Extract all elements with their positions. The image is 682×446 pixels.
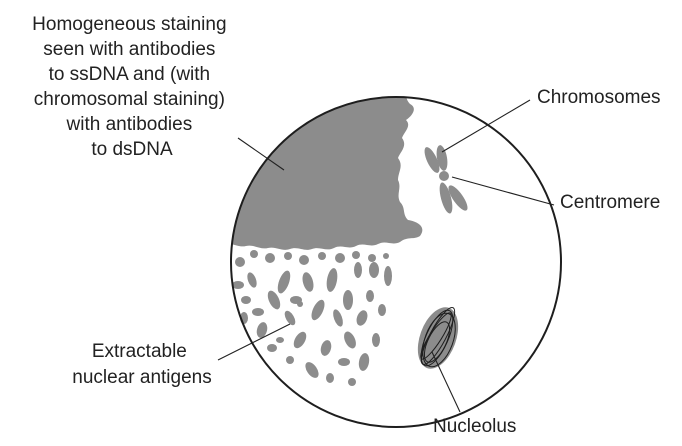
leader-lines xyxy=(217,99,555,413)
centromere-label: Centromere xyxy=(560,192,660,213)
homogeneous-line-2: seen with antibodies xyxy=(43,39,215,60)
homogeneous-line-3: to ssDNA and (with xyxy=(49,64,211,85)
leader-centromere xyxy=(451,176,555,206)
homogeneous-stain-region xyxy=(231,97,423,250)
nucleolus-shape xyxy=(417,306,459,369)
extractable-antigens-label: Extractable nuclear antigens xyxy=(72,341,211,388)
leader-nucleolus xyxy=(431,351,461,413)
leader-extractable xyxy=(217,323,291,361)
homogeneous-staining-label: Homogeneous staining seen with antibodie… xyxy=(32,14,232,160)
extractable-line-2: nuclear antigens xyxy=(72,367,211,388)
homogeneous-line-5: with antibodies xyxy=(66,114,193,135)
leader-chromosomes xyxy=(441,99,531,153)
homogeneous-line-6: to dsDNA xyxy=(91,139,173,160)
homogeneous-line-4: chromosomal staining) xyxy=(34,89,225,110)
chromosome-shape xyxy=(424,145,468,214)
nucleus-outline xyxy=(230,96,562,428)
homogeneous-line-1: Homogeneous staining xyxy=(32,14,226,35)
nucleolus-label: Nucleolus xyxy=(433,416,516,437)
leader-homogeneous xyxy=(237,137,285,171)
extractable-antigen-speckles xyxy=(232,250,392,386)
chromosomes-label: Chromosomes xyxy=(537,87,661,108)
extractable-line-1: Extractable xyxy=(92,341,187,362)
